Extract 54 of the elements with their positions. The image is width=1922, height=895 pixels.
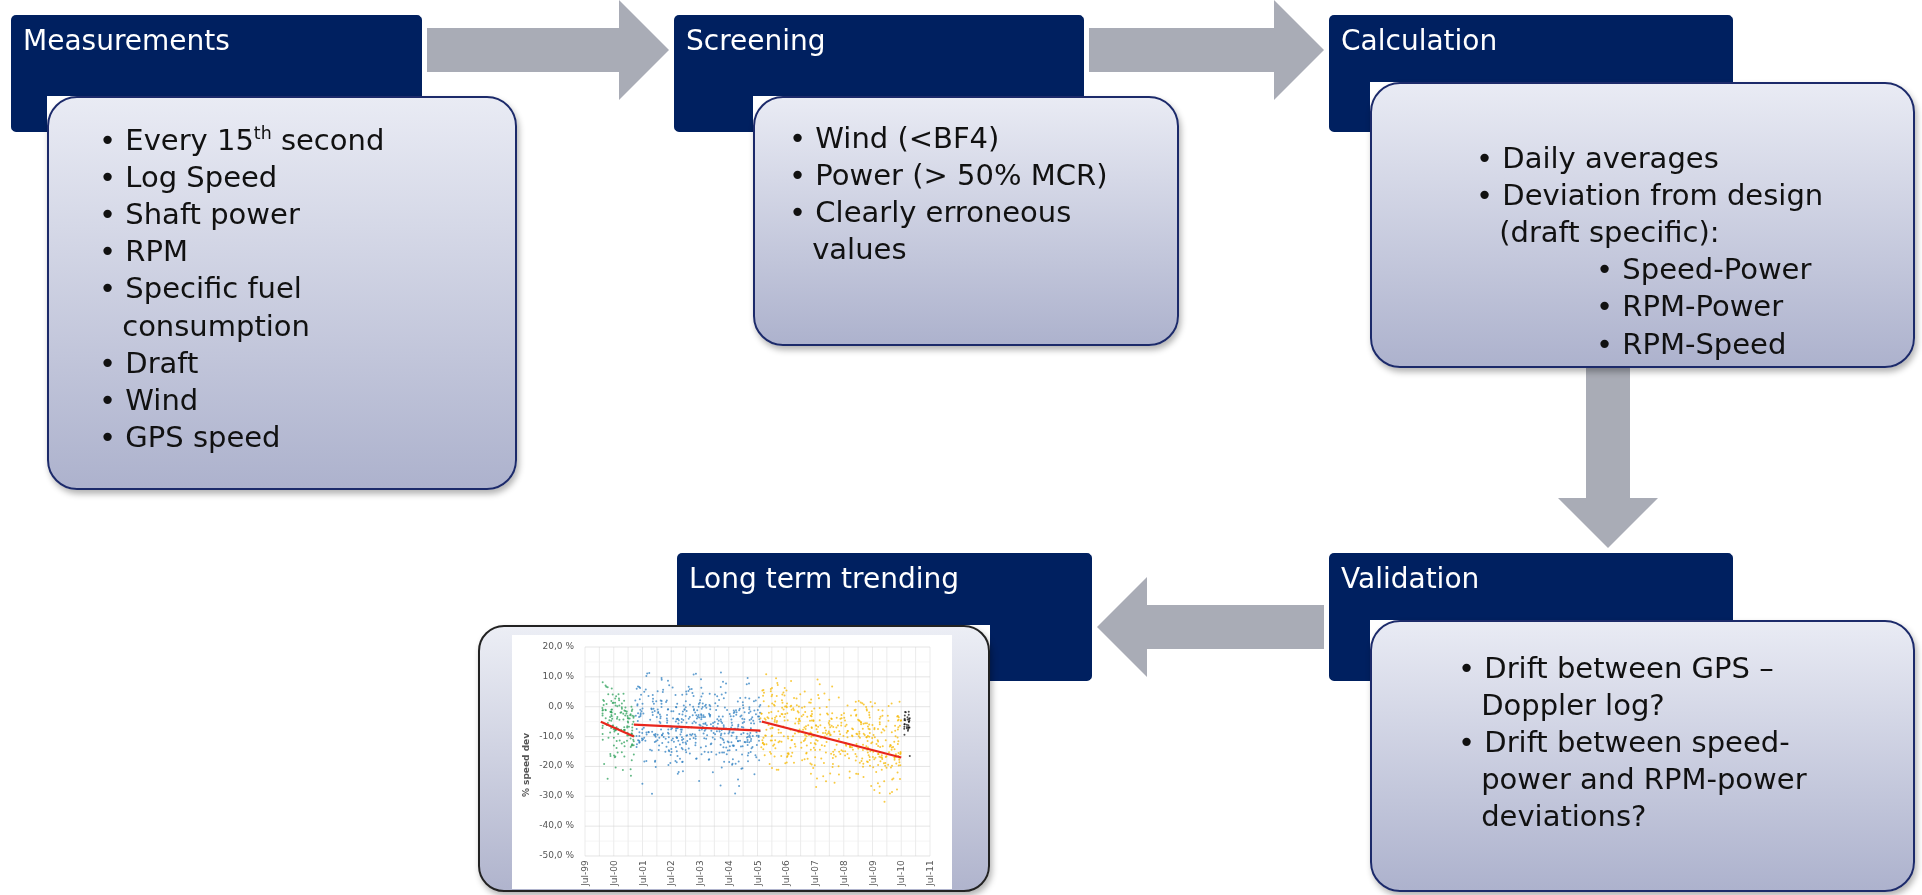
block-arrow — [427, 0, 669, 100]
bullet-item: • Speed-Power — [1596, 251, 1813, 289]
step-title: Screening — [686, 23, 826, 59]
axis-tick-label: Jul-05 — [753, 860, 762, 886]
bullet-item: • RPM-Speed — [1596, 325, 1788, 363]
axis-tick-label: -30,0 % — [539, 791, 574, 801]
block-arrow — [1089, 0, 1324, 100]
bullet-item: • Clearly erroneous values — [789, 194, 1073, 269]
axis-tick-label: -20,0 % — [539, 761, 574, 771]
bullet-item: • Shaft power — [99, 196, 301, 234]
step-detail-card — [47, 96, 517, 490]
block-arrow — [1558, 368, 1658, 548]
axis-tick-label: Jul-11 — [925, 860, 935, 886]
block-arrow — [1097, 577, 1324, 677]
bullet-item: • Log Speed — [99, 159, 279, 197]
bullet-item: • Drift between speed-power and RPM-power deviations? — [1458, 724, 1808, 836]
step-title: Long term trending — [689, 561, 959, 597]
step-detail-card — [1370, 620, 1915, 892]
bullet-item: • Power (> 50% MCR) — [789, 157, 1109, 195]
axis-tick-label: Jul-07 — [810, 860, 820, 886]
bullet-item: • Specific fuel consumption — [99, 270, 311, 345]
bullet-item: • Deviation from design (draft specific): — [1476, 177, 1825, 252]
axis-tick-label: 0,0 % — [548, 701, 574, 711]
bullet-item: • RPM — [99, 233, 189, 271]
axis-tick-label: -10,0 % — [539, 731, 574, 741]
bullet-item: • Drift between GPS – Doppler log? — [1458, 650, 1775, 725]
axis-tick-label: Jul-10 — [896, 860, 906, 886]
bullet-item: • Daily averages — [1476, 140, 1720, 177]
axis-tick-label: Jul-02 — [666, 860, 676, 886]
axis-tick-label: Jul-04 — [724, 860, 734, 886]
bullet-item: • Wind (<BF4) — [789, 120, 1001, 157]
step-title: Calculation — [1341, 23, 1498, 59]
axis-tick-label: 10,0 % — [542, 671, 574, 681]
bullet-item: • RPM-Power — [1596, 288, 1785, 326]
bullet-item: • Every 15$^{th}$ second — [99, 122, 386, 159]
axis-title: % speed dev — [521, 732, 531, 798]
axis-tick-label: Jul-99 — [580, 860, 590, 886]
bullet-item: • Draft — [99, 344, 200, 382]
step-title: Validation — [1341, 561, 1480, 597]
step-detail-card — [1370, 82, 1915, 368]
step-title: Measurements — [23, 23, 230, 59]
axis-tick-label: -50,0 % — [539, 851, 574, 860]
axis-tick-label: Jul-09 — [868, 860, 877, 886]
axis-tick-label: -40,0 % — [539, 821, 574, 831]
axis-tick-label: Jul-03 — [695, 860, 705, 886]
axis-tick-label: 20,0 % — [542, 642, 574, 651]
bullet-item: • Wind — [99, 381, 200, 419]
axis-tick-label: Jul-00 — [609, 860, 619, 886]
axis-tick-label: Jul-01 — [638, 860, 647, 886]
axis-tick-label: Jul-06 — [781, 860, 791, 886]
axis-tick-label: Jul-08 — [839, 860, 849, 886]
bullet-item: • GPS speed — [99, 418, 282, 456]
step-detail-card — [753, 96, 1179, 346]
chart-panel — [478, 625, 990, 892]
